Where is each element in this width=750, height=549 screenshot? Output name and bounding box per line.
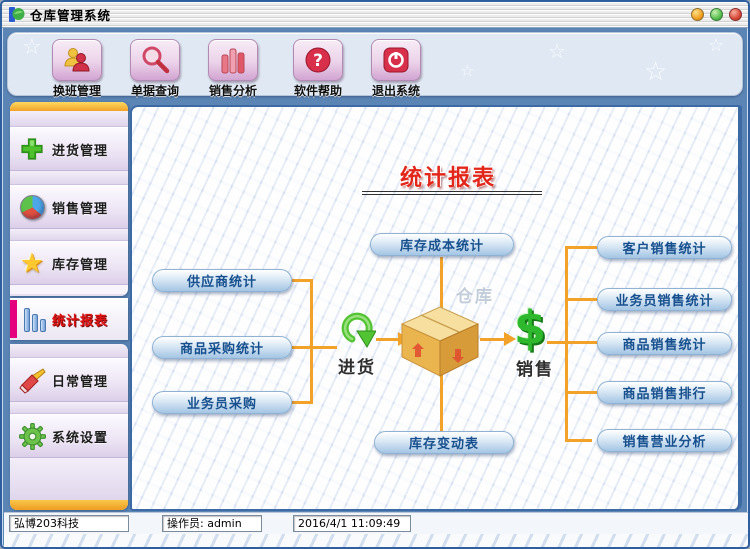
report-button-product-sales-ranking[interactable]: 商品销售排行 <box>597 381 732 404</box>
star-decoration: ☆ <box>548 39 566 63</box>
sidebar-item-label: 系统设置 <box>52 430 109 446</box>
bars-icon <box>24 306 46 332</box>
arrow-sales-head <box>504 332 516 346</box>
toolbar-button-label: 单据查询 <box>130 84 179 98</box>
status-datetime: 2016/4/1 11:09:49 <box>293 515 411 532</box>
arrow-purchase-line <box>376 338 398 341</box>
connector-bottom-vertical <box>440 375 443 431</box>
title-underline <box>362 191 542 195</box>
sidebar-separator <box>10 111 128 127</box>
report-button-inventory-change[interactable]: 库存变动表 <box>374 431 514 454</box>
minimize-button[interactable] <box>691 8 704 21</box>
report-button-supplier-stats[interactable]: 供应商统计 <box>152 269 292 292</box>
sidebar-item-label: 统计报表 <box>52 313 109 329</box>
dollar-icon: $ <box>514 301 547 355</box>
connector-right-bracket <box>565 246 568 442</box>
connector-right-tick-5 <box>568 439 592 442</box>
connector-right-tick-4 <box>568 391 597 394</box>
sidebar-item-label: 进货管理 <box>52 143 109 159</box>
sidebar-separator <box>10 344 128 358</box>
purchase-arrow-icon <box>340 307 377 353</box>
window-title: 仓库管理系统 <box>30 8 112 23</box>
sidebar-item-sales-management[interactable]: 销售管理 <box>10 185 128 229</box>
toolbar-button-label: 换班管理 <box>52 84 101 98</box>
gear-icon <box>18 422 46 450</box>
connector-left-tick-2 <box>292 346 312 349</box>
sidebar-item-daily-management[interactable]: 日常管理 <box>10 358 128 402</box>
connector-top-vertical <box>440 257 443 309</box>
help-icon: ? <box>293 39 343 81</box>
sidebar-item-inventory-management[interactable]: ★ 库存管理 <box>10 241 128 285</box>
connector-right-tick-1 <box>568 246 597 249</box>
toolbar-button-label: 销售分析 <box>208 84 257 98</box>
star-decoration: ☆ <box>644 57 668 87</box>
connector-left-bracket <box>310 279 313 404</box>
sidebar-separator <box>10 229 128 241</box>
close-button[interactable] <box>729 8 742 21</box>
bar-chart-icon <box>208 39 258 81</box>
toolbar-button-document-query[interactable]: 单据查询 <box>126 39 184 99</box>
connector-left-mid <box>313 346 337 349</box>
active-indicator <box>10 300 17 338</box>
star-decoration: ☆ <box>22 35 42 60</box>
people-icon <box>52 39 102 81</box>
title-bar: 仓库管理系统 <box>2 2 748 28</box>
toolbar: ☆ ☆ ☆ ☆ ☆ 换班管理 单据查询 <box>7 32 743 99</box>
star-icon: ★ <box>19 247 45 279</box>
sidebar-panel-top: 进货管理 销售管理 ★ 库存管理 <box>10 102 128 296</box>
arrow-sales-line <box>480 338 504 341</box>
toolbar-button-label: 软件帮助 <box>293 84 342 98</box>
sidebar-separator <box>10 402 128 414</box>
toolbar-button-shift-management[interactable]: 换班管理 <box>48 39 106 99</box>
report-button-salesman-purchase[interactable]: 业务员采购 <box>152 391 292 414</box>
report-button-customer-sales-stats[interactable]: 客户销售统计 <box>597 236 732 259</box>
report-button-salesman-sales-stats[interactable]: 业务员销售统计 <box>597 288 732 311</box>
sidebar-bottom-bar <box>10 500 128 510</box>
sidebar-item-statistics-report-active[interactable]: 统计报表 <box>10 298 128 340</box>
status-operator: 操作员: admin <box>162 515 262 532</box>
toolbar-button-sales-analysis[interactable]: 销售分析 <box>204 39 262 99</box>
sidebar-item-system-settings[interactable]: 系统设置 <box>10 414 128 458</box>
star-decoration: ☆ <box>708 35 725 56</box>
warehouse-box-icon <box>398 305 482 383</box>
power-icon <box>371 39 421 81</box>
svg-text:?: ? <box>313 51 323 71</box>
sidebar-panel-bottom: 日常管理 <box>10 344 128 510</box>
sidebar-top-bar <box>10 102 128 111</box>
main-panel: 统计报表 进货 <box>130 105 742 511</box>
report-button-sales-business-analysis[interactable]: 销售营业分析 <box>597 429 732 452</box>
warehouse-label: 仓库 <box>456 287 494 307</box>
maximize-button[interactable] <box>710 8 723 21</box>
page-title: 统计报表 <box>400 166 497 191</box>
sidebar: 进货管理 销售管理 ★ 库存管理 统计报表 <box>10 102 128 510</box>
connector-left-tick-3 <box>292 401 312 404</box>
search-icon <box>130 39 180 81</box>
brush-icon <box>18 366 46 394</box>
report-button-product-purchase-stats[interactable]: 商品采购统计 <box>152 336 292 359</box>
plus-icon <box>18 135 46 163</box>
toolbar-button-software-help[interactable]: ? 软件帮助 <box>289 39 347 99</box>
star-decoration: ☆ <box>460 61 475 80</box>
app-icon <box>8 6 25 23</box>
sales-label: 销售 <box>516 360 554 380</box>
report-button-product-sales-stats[interactable]: 商品销售统计 <box>597 332 732 355</box>
purchase-label: 进货 <box>338 358 376 378</box>
window-controls <box>691 8 742 21</box>
status-company: 弘博203科技 <box>9 515 129 532</box>
report-button-inventory-cost[interactable]: 库存成本统计 <box>370 233 514 256</box>
sidebar-item-label: 库存管理 <box>52 257 109 273</box>
sidebar-item-label: 日常管理 <box>52 374 109 390</box>
connector-right-tick-3 <box>568 341 597 344</box>
connector-right-tick-2 <box>568 298 597 301</box>
sidebar-separator <box>10 458 128 500</box>
toolbar-button-label: 退出系统 <box>371 84 420 98</box>
bottom-strip <box>4 534 748 547</box>
sidebar-item-purchase-management[interactable]: 进货管理 <box>10 127 128 171</box>
sidebar-separator <box>10 171 128 185</box>
connector-left-tick-1 <box>292 279 312 282</box>
pie-chart-icon <box>18 193 46 221</box>
sidebar-item-label: 销售管理 <box>52 201 109 217</box>
toolbar-button-exit-system[interactable]: 退出系统 <box>367 39 425 99</box>
connector-dollar-line <box>547 341 567 344</box>
